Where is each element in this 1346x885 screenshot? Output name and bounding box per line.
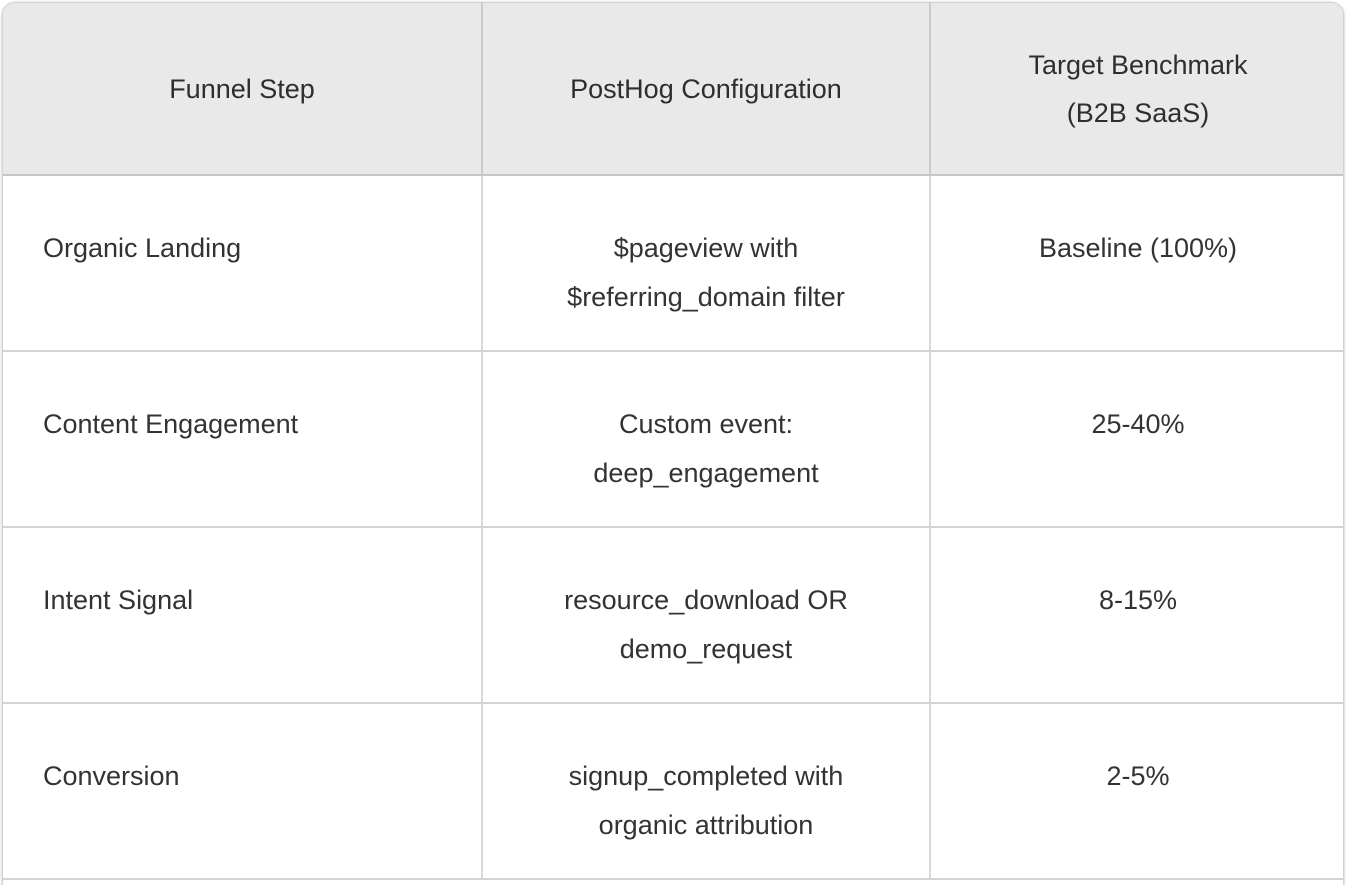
configuration-line-2: deep_engagement bbox=[593, 458, 819, 488]
cell-posthog-configuration: $pageview with $referring_domain filter bbox=[482, 175, 931, 352]
cell-posthog-configuration: resource_download OR demo_request bbox=[482, 527, 931, 704]
benchmark-value: 2-5% bbox=[1106, 761, 1170, 791]
configuration-line-2: organic attribution bbox=[598, 810, 814, 840]
funnel-configuration-table: Funnel Step PostHog Configuration Target… bbox=[3, 3, 1343, 880]
table-row: Organic Landing $pageview with $referrin… bbox=[3, 175, 1343, 352]
column-header-target-benchmark-line-1: Target Benchmark bbox=[1028, 49, 1248, 80]
column-header-target-benchmark-line-2: (B2B SaaS) bbox=[1066, 97, 1210, 128]
table-row: Content Engagement Custom event: deep_en… bbox=[3, 351, 1343, 528]
benchmark-value: 8-15% bbox=[1098, 585, 1178, 615]
cell-posthog-configuration: signup_completed with organic attributio… bbox=[482, 703, 931, 880]
configuration-line-1: $pageview with bbox=[613, 233, 799, 263]
column-header-funnel-step-line-1: Funnel Step bbox=[169, 73, 315, 104]
funnel-step-label: Content Engagement bbox=[43, 409, 299, 439]
table-row: Intent Signal resource_download OR demo_… bbox=[3, 527, 1343, 704]
column-header-posthog-configuration-line-1: PostHog Configuration bbox=[570, 73, 842, 104]
funnel-step-label: Intent Signal bbox=[43, 585, 194, 615]
cell-target-benchmark: 25-40% bbox=[930, 351, 1343, 528]
cell-target-benchmark: 8-15% bbox=[930, 527, 1343, 704]
column-header-posthog-configuration: PostHog Configuration bbox=[482, 3, 931, 176]
configuration-line-1: signup_completed with bbox=[568, 761, 844, 791]
column-header-funnel-step: Funnel Step bbox=[3, 3, 483, 176]
header-row: Funnel Step PostHog Configuration Target… bbox=[3, 3, 1343, 176]
column-header-target-benchmark: Target Benchmark (B2B SaaS) bbox=[930, 3, 1343, 176]
cell-funnel-step: Content Engagement bbox=[3, 351, 483, 528]
table-body: Organic Landing $pageview with $referrin… bbox=[3, 175, 1343, 880]
configuration-line-2: demo_request bbox=[619, 634, 793, 664]
cell-funnel-step: Conversion bbox=[3, 703, 483, 880]
benchmark-value: Baseline (100%) bbox=[1038, 233, 1238, 263]
table-row: Conversion signup_completed with organic… bbox=[3, 703, 1343, 880]
cell-posthog-configuration: Custom event: deep_engagement bbox=[482, 351, 931, 528]
table-header: Funnel Step PostHog Configuration Target… bbox=[3, 3, 1343, 176]
benchmark-value: 25-40% bbox=[1091, 409, 1185, 439]
configuration-line-1: resource_download OR bbox=[564, 585, 848, 615]
funnel-step-label: Conversion bbox=[43, 761, 180, 791]
cell-funnel-step: Organic Landing bbox=[3, 175, 483, 352]
cell-target-benchmark: Baseline (100%) bbox=[930, 175, 1343, 352]
configuration-line-2: $referring_domain filter bbox=[567, 282, 845, 312]
cell-funnel-step: Intent Signal bbox=[3, 527, 483, 704]
configuration-line-1: Custom event: bbox=[618, 409, 794, 439]
cell-target-benchmark: 2-5% bbox=[930, 703, 1343, 880]
funnel-step-label: Organic Landing bbox=[43, 233, 242, 263]
